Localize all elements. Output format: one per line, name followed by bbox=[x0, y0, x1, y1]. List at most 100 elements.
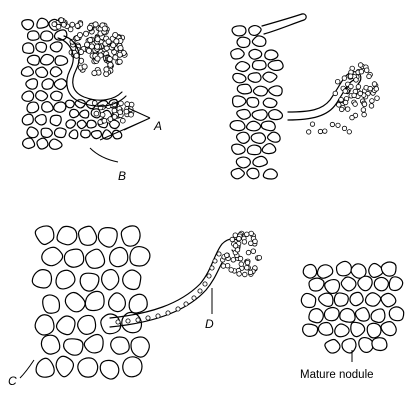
nodule-cells bbox=[301, 261, 403, 353]
cortex-cell bbox=[54, 79, 66, 90]
cortex-cell bbox=[66, 100, 75, 108]
bacterium bbox=[102, 26, 107, 31]
bacterium bbox=[52, 22, 57, 27]
bacterium bbox=[221, 264, 226, 269]
root-cell bbox=[233, 73, 246, 82]
bacterium bbox=[243, 272, 248, 277]
root-cell bbox=[237, 132, 250, 143]
bacterium-in-thread bbox=[116, 320, 120, 324]
rhizobium bbox=[343, 100, 348, 105]
cortex-cell bbox=[26, 79, 38, 89]
bacterium bbox=[112, 115, 117, 120]
label-d: D bbox=[205, 317, 214, 331]
nodule-cell bbox=[324, 307, 339, 320]
rhizobium bbox=[343, 89, 348, 94]
bacterium-in-thread bbox=[136, 318, 140, 322]
cortex-cell bbox=[42, 102, 53, 113]
panel-mature-nodule: Mature nodule bbox=[300, 261, 404, 381]
bacterium bbox=[106, 39, 111, 44]
cortex-cell bbox=[69, 130, 78, 139]
bacterium bbox=[118, 46, 123, 51]
cortex-cell bbox=[131, 337, 149, 357]
cortex-cell bbox=[22, 114, 33, 125]
cortex-cell bbox=[123, 357, 142, 377]
root-cell bbox=[268, 132, 281, 142]
cortex-cell bbox=[50, 42, 62, 52]
rhizobium bbox=[347, 130, 351, 134]
cortex-cell bbox=[36, 42, 47, 52]
cortex-cell bbox=[21, 67, 33, 77]
rhizobium bbox=[336, 123, 340, 127]
label-a: A bbox=[153, 119, 162, 133]
rhizobium bbox=[354, 78, 359, 83]
bacterium bbox=[129, 112, 134, 117]
root-cell bbox=[247, 168, 259, 179]
bacterium bbox=[114, 39, 119, 44]
rhizobium bbox=[372, 82, 377, 87]
bacterium bbox=[257, 255, 262, 260]
nodule-cell bbox=[351, 322, 365, 336]
rhizobium bbox=[369, 104, 374, 109]
bacterium bbox=[239, 262, 244, 267]
cortex-cell bbox=[129, 294, 147, 313]
nodule-cell bbox=[336, 261, 351, 275]
cortex-cell bbox=[121, 226, 140, 246]
cortex-cell bbox=[41, 31, 53, 41]
bacterium bbox=[108, 62, 113, 67]
rhizobium bbox=[335, 79, 340, 84]
root-cell bbox=[265, 50, 278, 60]
rhizobium bbox=[310, 122, 314, 126]
rhizobium bbox=[356, 85, 361, 90]
cortex-cell bbox=[111, 337, 130, 354]
bacterium bbox=[237, 236, 242, 241]
cortex-cell bbox=[40, 54, 53, 64]
cortex-cell bbox=[55, 56, 67, 66]
root-cell bbox=[232, 26, 246, 36]
root-cell bbox=[237, 84, 251, 94]
rhizobium bbox=[359, 69, 364, 74]
rhizobium bbox=[358, 63, 363, 68]
nodule-cell bbox=[371, 309, 385, 323]
rhizobium bbox=[370, 99, 375, 104]
root-cell bbox=[237, 110, 251, 120]
nodule-cell bbox=[325, 280, 340, 294]
nodule-cell bbox=[365, 293, 380, 306]
rhizobium bbox=[323, 129, 327, 133]
bacterium bbox=[75, 24, 80, 29]
root-cell bbox=[261, 121, 275, 131]
rhizobium bbox=[349, 84, 354, 89]
cortex-cell bbox=[42, 79, 54, 89]
label-b-leader bbox=[90, 148, 118, 162]
cortex-cells bbox=[32, 226, 150, 379]
root-cell bbox=[248, 73, 261, 83]
cortex-cell bbox=[70, 109, 79, 117]
root-cell bbox=[252, 61, 266, 70]
root-cell bbox=[247, 121, 261, 131]
bacterium bbox=[74, 53, 79, 58]
bacterium bbox=[237, 272, 242, 277]
cortex-cell bbox=[22, 91, 34, 101]
bacterium bbox=[245, 232, 250, 237]
bacterium bbox=[88, 38, 93, 43]
cortex-cell bbox=[51, 91, 63, 101]
nodule-cell bbox=[301, 293, 315, 307]
bacterium bbox=[245, 265, 250, 270]
bacterium bbox=[104, 67, 109, 72]
bacterium-in-thread bbox=[184, 302, 188, 306]
rhizobium bbox=[330, 122, 334, 126]
bacterium-in-thread bbox=[203, 282, 207, 286]
nodule-cell bbox=[359, 338, 373, 353]
root-hair-cells bbox=[230, 26, 283, 179]
bacterium bbox=[100, 112, 105, 117]
cortex-cell bbox=[56, 270, 75, 289]
rhizobium bbox=[364, 68, 369, 73]
cortex-cell bbox=[86, 249, 105, 268]
rhizobium bbox=[333, 91, 338, 96]
nodule-cell bbox=[358, 276, 372, 291]
bacterium-in-thread bbox=[146, 316, 150, 320]
cortex-cell bbox=[50, 115, 61, 125]
rhizobia-cluster bbox=[307, 63, 380, 134]
nodule-cell bbox=[325, 340, 340, 354]
nodule-cell bbox=[341, 277, 356, 291]
root-cell bbox=[236, 157, 250, 168]
